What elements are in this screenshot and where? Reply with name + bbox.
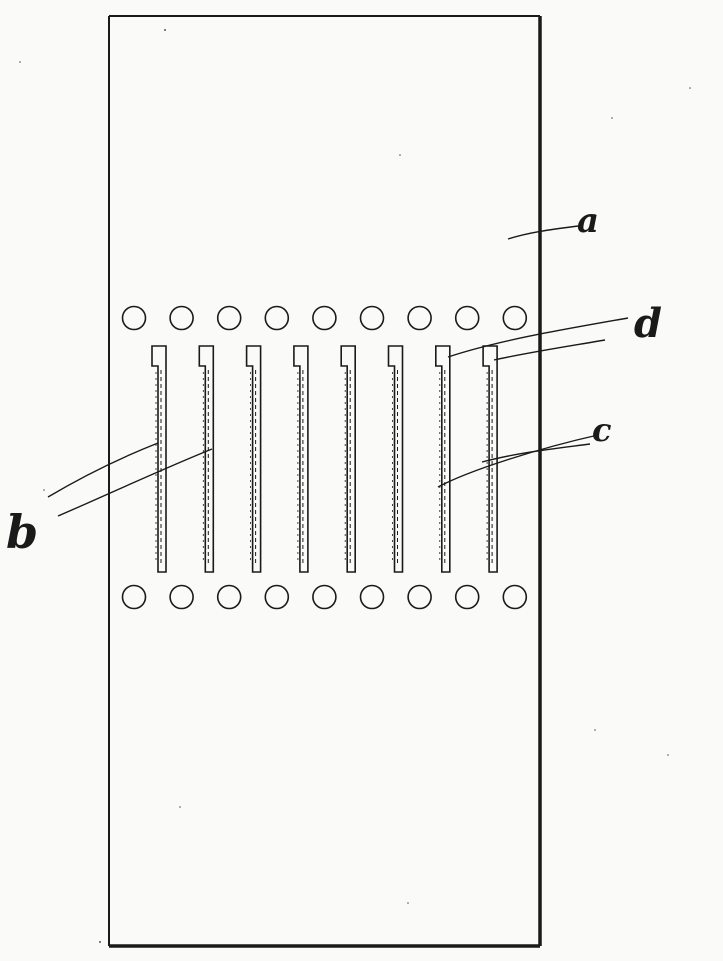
leader-lines (47, 225, 629, 517)
leader-b-1 (47, 442, 159, 498)
slot-outline (387, 345, 404, 573)
slot (293, 345, 309, 573)
hole-top (216, 305, 242, 331)
hole-top (169, 305, 194, 331)
hole-bottom (169, 584, 194, 610)
label-c: c (592, 411, 611, 449)
slot (151, 345, 167, 573)
hole-bottom (359, 584, 385, 610)
hole-bottom (216, 584, 242, 610)
slot-outline (245, 345, 262, 573)
leader-a (507, 225, 579, 240)
hole-bottom (264, 584, 290, 610)
hole-top (502, 305, 528, 331)
hole-top (121, 305, 147, 331)
slot (198, 345, 215, 573)
slot-group (151, 345, 498, 573)
paper-specks (19, 29, 691, 943)
label-d: d (634, 300, 662, 347)
slot (340, 345, 356, 573)
hole-row-top (121, 305, 528, 331)
hole-top (264, 305, 290, 331)
leader-d-2 (493, 339, 606, 361)
slot (245, 345, 262, 573)
slot-outline (151, 345, 167, 573)
slot-outline (435, 345, 451, 573)
label-b: b (6, 505, 38, 559)
leader-c-2 (481, 443, 591, 463)
hole-top (312, 305, 337, 331)
hole-bottom (312, 584, 337, 610)
hole-bottom (502, 584, 528, 610)
hole-row-bottom (121, 584, 528, 610)
slot (482, 345, 498, 573)
hole-top (407, 305, 432, 331)
hole-bottom (121, 584, 147, 610)
hole-bottom (454, 584, 480, 610)
leader-c-1 (437, 434, 599, 488)
slot (435, 345, 451, 573)
reference-labels: a d c b (6, 201, 662, 559)
sheet-a (108, 15, 542, 948)
leader-b-2 (57, 448, 213, 517)
slot-outline (198, 345, 215, 573)
slot-outline (340, 345, 356, 573)
hole-top (454, 305, 480, 331)
slot (387, 345, 404, 573)
leader-d-1 (447, 317, 629, 358)
label-a: a (577, 201, 599, 241)
slot-outline (482, 345, 498, 573)
hole-top (359, 305, 385, 331)
slot-outline (293, 345, 309, 573)
hole-bottom (407, 584, 432, 610)
